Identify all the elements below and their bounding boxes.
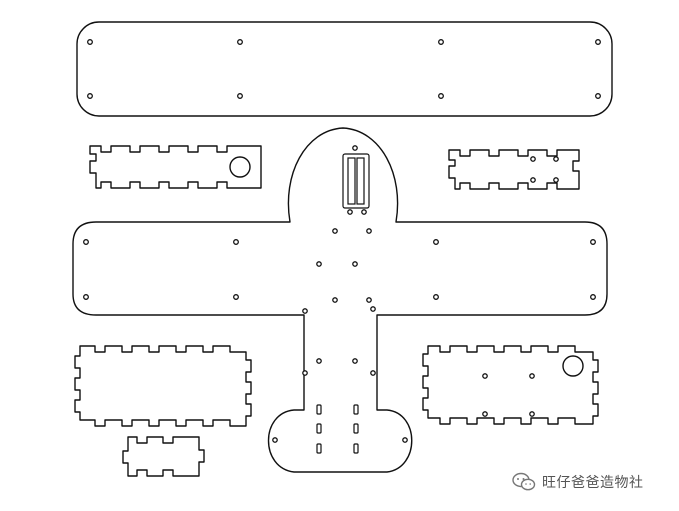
- upper-right-strip-holes: [530, 156, 559, 183]
- chassis-slots: [316, 404, 359, 454]
- servo-mount-slot: [342, 145, 370, 215]
- chassis-holes: [83, 228, 596, 443]
- upper-left-strip: [89, 145, 262, 189]
- watermark-text: 旺仔爸爸造物社: [542, 475, 644, 491]
- lower-right-panel-holes: [482, 373, 535, 417]
- upper-right-strip: [448, 149, 580, 190]
- wechat-logo-icon: [512, 472, 536, 491]
- small-bottom-piece: [122, 436, 205, 477]
- lower-right-panel: [422, 345, 599, 425]
- lower-left-panel: [74, 345, 252, 427]
- lower-right-panel-outline: [422, 345, 599, 425]
- upper-right-strip-outline: [448, 149, 580, 190]
- watermark: 旺仔爸爸造物社: [512, 472, 644, 492]
- top-plate-holes: [87, 39, 601, 99]
- main-chassis-outline: [72, 127, 608, 473]
- top-plate: [76, 21, 613, 117]
- main-chassis-plate: [72, 127, 608, 473]
- top-plate-outline: [76, 21, 613, 117]
- lower-left-panel-outline: [74, 345, 252, 427]
- upper-left-strip-outline: [89, 145, 262, 189]
- small-bottom-piece-outline: [122, 436, 205, 477]
- lower-right-panel-large-hole: [562, 355, 584, 377]
- upper-left-strip-large-hole: [229, 156, 251, 178]
